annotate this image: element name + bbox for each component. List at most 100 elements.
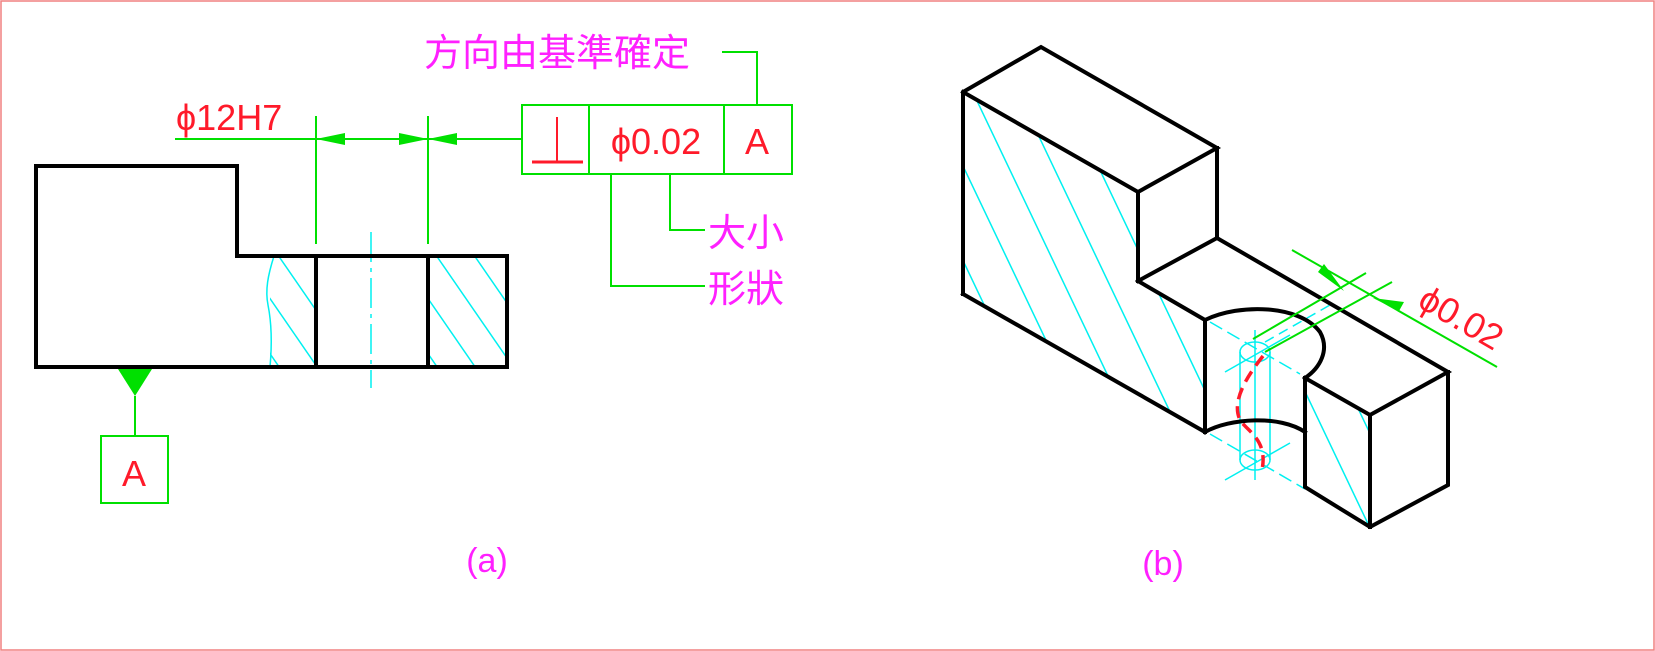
hatch-line [0, 200, 12, 420]
hatch-line [270, 297, 316, 367]
hatch-line [208, 200, 360, 420]
hatch-line [1623, 40, 1655, 460]
hatch-line [854, 200, 1006, 420]
arrowhead [399, 133, 428, 145]
hatch-line [270, 352, 281, 367]
leader-direction [722, 51, 758, 105]
hole-ellipse-top [1239, 341, 1271, 363]
hatch-line [0, 200, 132, 420]
hatch-line [88, 200, 240, 420]
hatch-line [1470, 360, 1556, 540]
hatch-line [1398, 40, 1598, 460]
hatch-line [816, 200, 968, 420]
annotation-shape: 形狀 [708, 269, 784, 311]
datum-label: A [122, 453, 146, 494]
hatch-line [1006, 200, 1158, 420]
hatch-line [963, 92, 1104, 432]
hatch-line [170, 200, 322, 420]
hatch-line [0, 200, 50, 420]
hatch-line [992, 92, 1194, 432]
hatch-line [1305, 378, 1370, 527]
hatch-line [468, 200, 620, 420]
hatch-section-left [0, 200, 1000, 420]
feature-control-frame: ϕ0.02 A [521, 104, 793, 175]
leader-size [669, 174, 705, 231]
hatch-line [848, 200, 1000, 420]
hatch-line [132, 200, 284, 420]
fcf-box [521, 104, 793, 175]
hatch-line [1533, 40, 1655, 460]
hatch-line [1044, 200, 1196, 420]
hatch-line [1443, 40, 1643, 460]
hatch-line [840, 360, 926, 540]
annotation-direction: 方向由基準確定 [424, 33, 690, 75]
hatch-line [750, 360, 836, 540]
datum-box [100, 435, 169, 504]
hatch-line [512, 200, 664, 420]
hatch-line [506, 200, 658, 420]
hatch-line [18, 200, 170, 420]
hatch-line [1515, 360, 1601, 540]
hatch-line [930, 200, 1082, 420]
hatch-line [428, 352, 439, 367]
hatch-line [930, 360, 1016, 540]
hatch-section-right [0, 200, 1196, 420]
hatch-line [0, 200, 56, 420]
hatch-line [1155, 360, 1241, 540]
hatch-line [315, 256, 316, 257]
hatch-line [963, 92, 1059, 432]
hatch-line [1578, 40, 1655, 460]
dimension-label: ϕ12H7 [176, 97, 282, 138]
hatch-line [0, 200, 88, 420]
hatch-face-left [363, 40, 1655, 460]
hatch-line [1020, 360, 1106, 540]
arrowhead [1318, 264, 1344, 291]
hatch-line [1488, 40, 1655, 460]
hatch-line [0, 200, 18, 420]
hatch-line [705, 360, 791, 540]
annotation-size: 大小 [708, 213, 784, 255]
hatch-line [1218, 40, 1418, 460]
tolerance-zone-axis [1235, 354, 1265, 471]
hatch-line [50, 200, 202, 420]
arrowhead [428, 133, 457, 145]
hatch-line [1425, 360, 1511, 540]
hatch-line [0, 200, 94, 420]
hatch-line [473, 256, 507, 305]
hatch-line [778, 200, 930, 420]
arrowhead [316, 133, 345, 145]
hatch-line [1560, 360, 1646, 540]
hatch-line [498, 40, 698, 460]
hatch-line [550, 200, 702, 420]
hatch-line [772, 200, 924, 420]
hole-axis-construction [1209, 304, 1331, 490]
hatch-line [363, 40, 563, 460]
hatch-line [435, 256, 507, 360]
hatch-line [453, 40, 653, 460]
hatch-line [810, 200, 962, 420]
caption-a: (a) [466, 542, 508, 580]
tolerance-dimension: ϕ0.02 [1252, 249, 1511, 368]
hatch-line [392, 200, 544, 420]
break-line [266, 255, 275, 368]
hatch-line [1353, 40, 1553, 460]
hatch-line [1065, 360, 1151, 540]
hatch-line [126, 200, 278, 420]
hatch-line [0, 200, 126, 420]
hatch-line [316, 200, 468, 420]
part-outline [34, 164, 509, 369]
hatch-line [474, 200, 626, 420]
figure-a: ϕ12H7 ϕ0.02 A 方向由基準確定 大小 形狀 A (a) [0, 33, 1196, 580]
hatch-line [544, 200, 696, 420]
hole-ellipse-bottom [1239, 449, 1271, 471]
hatch-line [975, 360, 1061, 540]
hatch-line [284, 200, 436, 420]
hatch-line [94, 200, 246, 420]
datum-triangle-icon [118, 369, 152, 396]
hatch-line [963, 92, 969, 432]
hatch-line [1605, 360, 1655, 540]
hatch-line [428, 297, 477, 367]
